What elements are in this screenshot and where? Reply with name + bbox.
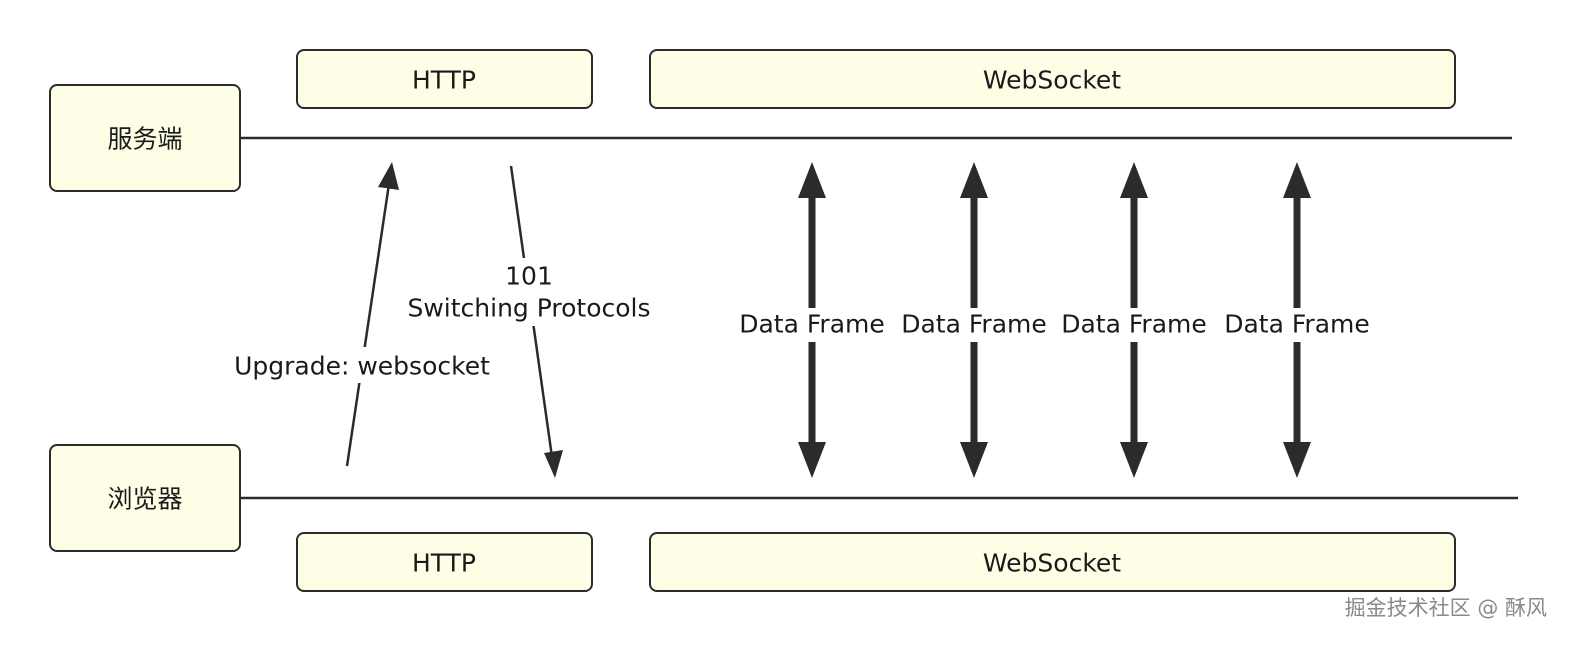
data-frame-label-4: Data Frame (1224, 310, 1370, 339)
upgrade-request-label: Upgrade: websocket (234, 352, 490, 381)
top-http-phase: HTTP (296, 49, 593, 109)
browser-label: 浏览器 (107, 485, 182, 514)
bottom-websocket-label: WebSocket (983, 549, 1121, 578)
data-frame-label-2: Data Frame (901, 310, 1047, 339)
data-frame-arrow-1: Data Frame (739, 162, 885, 478)
watermark: 掘金技术社区 @ 酥风 (1345, 596, 1547, 620)
data-frame-label-1: Data Frame (739, 310, 885, 339)
upgrade-arrow-head (378, 162, 399, 190)
bottom-websocket-phase: WebSocket (649, 532, 1456, 592)
data-frame-arrow-4: Data Frame (1224, 162, 1370, 478)
data-frame-arrow-2: Data Frame (901, 162, 1047, 478)
bottom-http-label: HTTP (412, 549, 476, 578)
server-actor: 服务端 (49, 84, 241, 192)
switch-response-code: 101 (505, 262, 553, 291)
switch-arrow-head (544, 450, 563, 478)
top-http-label: HTTP (412, 66, 476, 95)
data-frame-label-3: Data Frame (1061, 310, 1207, 339)
bottom-http-phase: HTTP (296, 532, 593, 592)
data-frame-arrow-3: Data Frame (1061, 162, 1207, 478)
top-websocket-label: WebSocket (983, 66, 1121, 95)
upgrade-request-arrow (345, 162, 399, 467)
server-label: 服务端 (107, 125, 182, 154)
browser-actor: 浏览器 (49, 444, 241, 552)
top-websocket-phase: WebSocket (649, 49, 1456, 109)
switch-response-text: Switching Protocols (407, 294, 650, 323)
